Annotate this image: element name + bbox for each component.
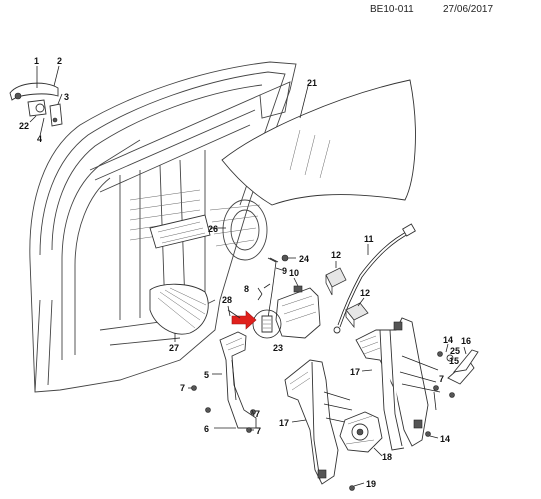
callout-7d: 7 xyxy=(439,374,444,384)
callout-8: 8 xyxy=(244,284,249,294)
callout-22: 22 xyxy=(19,121,29,131)
cable-11 xyxy=(333,223,416,334)
callout-6: 6 xyxy=(204,424,209,434)
callout-25: 25 xyxy=(450,346,460,356)
screw-24 xyxy=(281,254,296,262)
callout-7b: 7 xyxy=(255,409,260,419)
callout-17b: 17 xyxy=(279,418,289,428)
callout-4: 4 xyxy=(37,134,42,144)
callout-11: 11 xyxy=(364,234,374,244)
callout-28: 28 xyxy=(222,295,232,305)
callout-14a: 14 xyxy=(443,335,453,345)
callout-15: 15 xyxy=(449,356,459,366)
window-regulator-17-lower xyxy=(284,359,355,485)
window-glass-21 xyxy=(221,79,416,206)
callout-14b: 14 xyxy=(440,434,450,444)
screws xyxy=(191,351,455,491)
callout-26: 26 xyxy=(208,224,218,234)
callout-18: 18 xyxy=(382,452,392,462)
callout-2: 2 xyxy=(57,56,62,66)
callout-9: 9 xyxy=(282,266,287,276)
callout-23: 23 xyxy=(273,343,283,353)
diagram-date: 27/06/2017 xyxy=(443,4,494,15)
callout-12b: 12 xyxy=(360,288,370,298)
callout-3: 3 xyxy=(64,92,69,102)
callout-16: 16 xyxy=(461,336,471,346)
rods-8-9 xyxy=(257,257,279,319)
door-lock-10 xyxy=(275,285,321,339)
callout-27: 27 xyxy=(169,343,179,353)
callout-5: 5 xyxy=(204,370,209,380)
callout-10: 10 xyxy=(289,268,299,278)
door-module-26 xyxy=(149,214,226,249)
diagram-code: BE10-011 xyxy=(370,4,414,15)
clip-23 xyxy=(252,309,282,339)
callout-17a: 17 xyxy=(350,367,360,377)
window-crank-16 xyxy=(446,349,479,385)
switch-12-b xyxy=(345,302,369,329)
callout-labels: 1 2 3 22 4 21 26 24 11 9 8 12 12 10 28 2… xyxy=(19,56,471,489)
switch-12-a xyxy=(325,267,347,296)
callout-7a: 7 xyxy=(180,383,185,393)
callout-21: 21 xyxy=(307,78,317,88)
speaker-27 xyxy=(149,283,209,342)
callout-12a: 12 xyxy=(331,250,341,260)
window-regulator-17-upper xyxy=(355,317,441,451)
outer-handle xyxy=(9,82,63,127)
leader-lines xyxy=(29,65,467,487)
callout-19: 19 xyxy=(366,479,376,489)
callout-7c: 7 xyxy=(256,426,261,436)
callout-1: 1 xyxy=(34,56,39,66)
callout-24: 24 xyxy=(299,254,309,264)
motor-18 xyxy=(339,411,383,453)
red-arrow xyxy=(231,310,257,330)
guide-channel-5 xyxy=(219,331,257,429)
